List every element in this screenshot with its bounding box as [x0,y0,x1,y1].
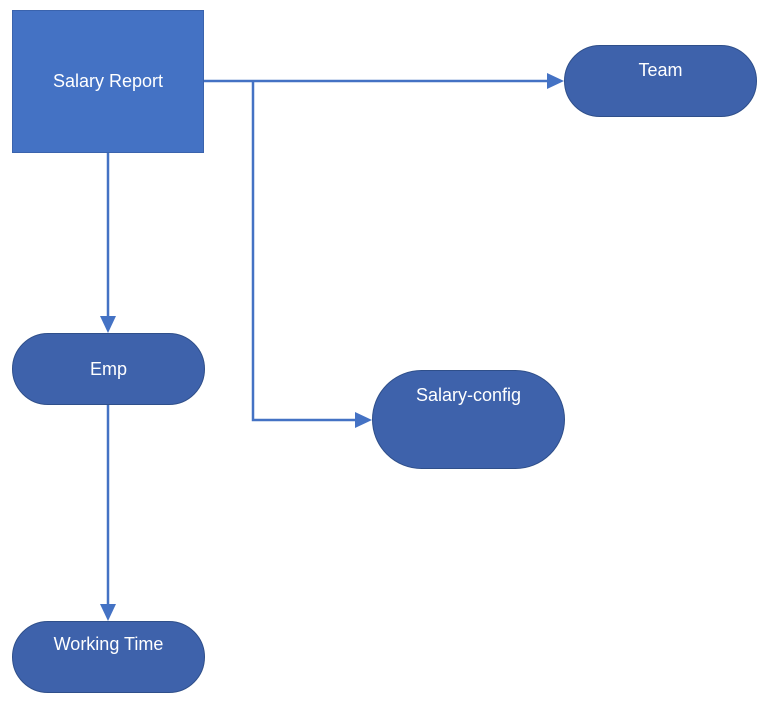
arrowhead-salary-config [355,412,372,428]
arrowhead-team [547,73,564,89]
node-label-salary-report: Salary Report [52,71,164,91]
node-salary-report: Salary Report [12,10,204,153]
node-label-emp: Emp [89,358,127,379]
node-working-time: Working Time [12,621,205,693]
node-label-salary-config: Salary-config [415,385,522,405]
node-label-working-time: Working Time [53,634,164,654]
node-salary-config: Salary-config [372,370,565,469]
arrowhead-working-time [100,604,116,621]
node-emp: Emp [12,333,205,405]
node-label-team: Team [638,60,683,80]
node-team: Team [564,45,757,117]
arrowhead-emp [100,316,116,333]
connector-salary-report-to-salary-config [251,81,358,422]
